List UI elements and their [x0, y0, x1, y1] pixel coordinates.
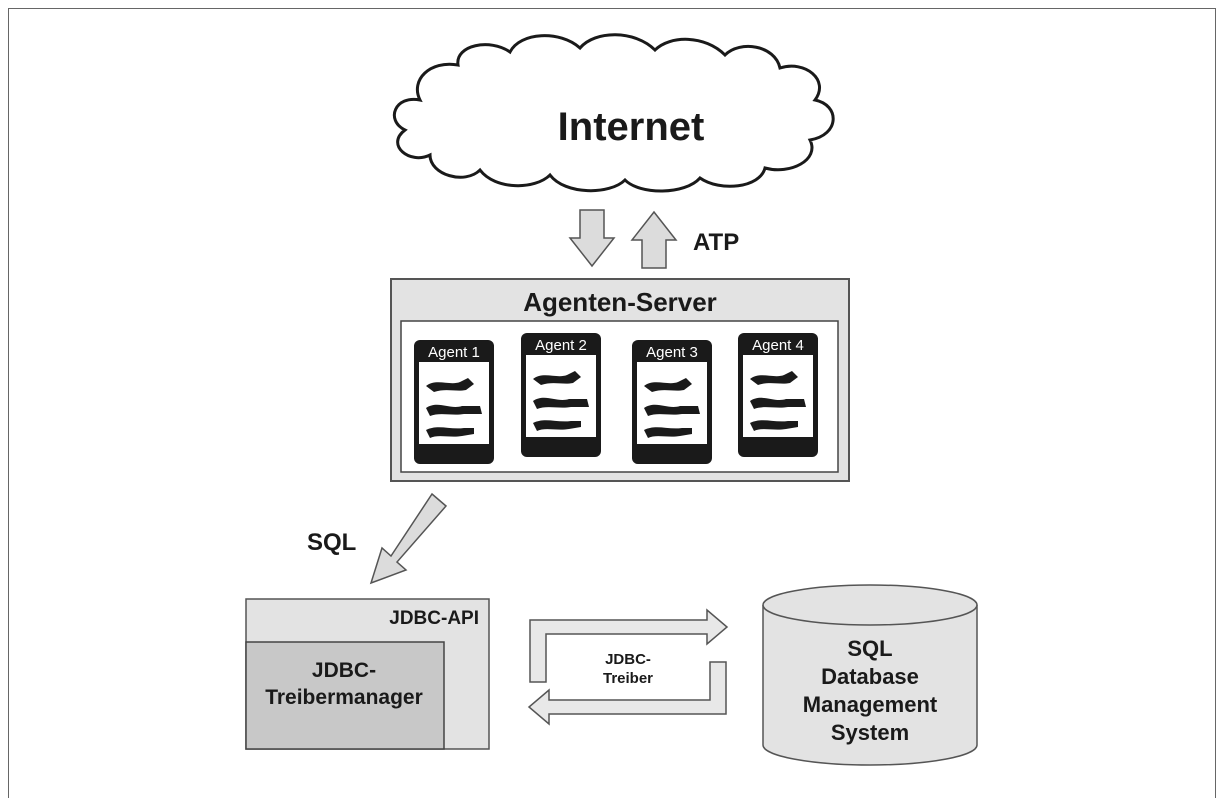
- jdbc-api: JDBC-API JDBC- Treibermanager: [245, 598, 490, 750]
- cylinder-body: [762, 605, 978, 766]
- cloud-shape: [392, 33, 835, 193]
- agent-card-4: Agent 4: [738, 333, 818, 457]
- driver-manager-line1: JDBC-: [312, 659, 376, 682]
- agent-card-1: Agent 1: [414, 340, 494, 464]
- arrow-sql-to-jdbc: [369, 492, 448, 585]
- database-cylinder: SQL Database Management System: [762, 584, 978, 766]
- database-line2: Database: [821, 664, 919, 689]
- agent-label: Agent 4: [752, 337, 804, 354]
- agent-server: Agenten-Server Agent 1 Agent 2 Agent 3: [390, 278, 850, 482]
- agent-label: Agent 1: [428, 344, 480, 361]
- database-line1: SQL: [847, 636, 892, 661]
- agent-card-2: Agent 2: [521, 333, 601, 457]
- database-line3: Management: [803, 692, 938, 717]
- agent-card-3: Agent 3: [632, 340, 712, 464]
- server-title: Agenten-Server: [523, 287, 717, 317]
- arrow-to-database: [529, 608, 729, 683]
- driver-line2: Treiber: [603, 670, 653, 687]
- arrow-up-to-internet: [630, 210, 678, 269]
- atp-label: ATP: [693, 229, 739, 256]
- arrow-from-database: [527, 661, 727, 726]
- driver-manager-line2: Treibermanager: [265, 686, 423, 709]
- driver-line1: JDBC-: [605, 651, 651, 668]
- cylinder-top: [762, 584, 978, 626]
- agent-label: Agent 2: [535, 337, 587, 354]
- agent-label: Agent 3: [646, 344, 698, 361]
- cloud-label: Internet: [558, 105, 705, 149]
- jdbc-driver-arrows: JDBC- Treiber: [527, 608, 729, 726]
- sql-label: SQL: [307, 529, 356, 556]
- database-line4: System: [831, 720, 909, 745]
- jdbc-api-label: JDBC-API: [389, 608, 479, 629]
- driver-manager-box: [245, 641, 445, 750]
- arrow-down-to-server: [568, 209, 616, 268]
- internet-cloud: Internet: [392, 33, 835, 193]
